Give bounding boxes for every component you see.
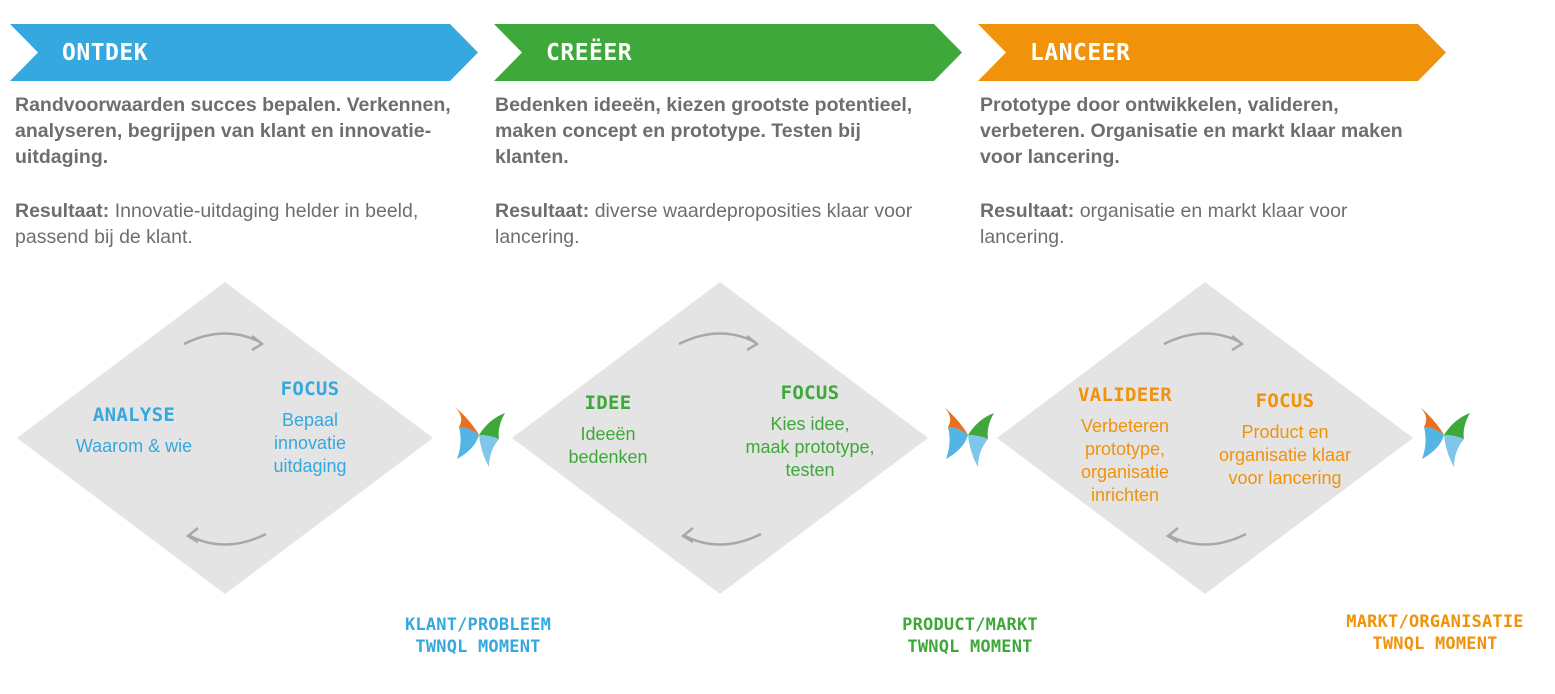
result-text: Innovatie-uitdaging helder in beeld, pas…: [15, 200, 419, 248]
step-body: Ideeën bedenken: [568, 424, 648, 467]
step-title: ANALYSE: [92, 404, 176, 426]
moment-label: TWNQL MOMENT: [415, 637, 541, 657]
phase-summary: Randvoorwaarden succes bepalen. Verkenne…: [15, 94, 451, 168]
twnql-logo-icon: [455, 407, 505, 467]
diamond-shape: [512, 282, 928, 594]
cycle-diamond-ontdek: ANALYSE Waarom & wie FOCUS Bepaal innova…: [17, 282, 433, 594]
result-text: diverse waardeproposities klaar voor lan…: [495, 200, 913, 248]
cycle-arrow-bottom-icon: [680, 527, 762, 546]
phase-summary: Prototype door ontwikkelen, valideren, v…: [980, 94, 1403, 168]
result-label: Resultaat:: [15, 200, 110, 222]
cycle-arrow-bottom-icon: [185, 527, 267, 546]
moment-label: TWNQL MOMENT: [907, 637, 1033, 657]
twnql-logo-icon: [1420, 407, 1470, 467]
step-body: Bepaal innovatie uitdaging: [273, 410, 347, 476]
diamond-shape: [997, 282, 1413, 594]
cycle-arrow-top-icon: [183, 332, 265, 352]
step-body: Product en organisatie klaar voor lancer…: [1218, 422, 1352, 488]
cycle-diamond-creeer: IDEE Ideeën bedenken FOCUS Kies idee, ma…: [512, 282, 928, 594]
banner-arrow-shape: [978, 24, 1446, 81]
banner-label: ONTDEK: [62, 40, 149, 66]
banner-arrow-shape: [494, 24, 962, 81]
twnql-moment-klant: KLANT/PROBLEEM TWNQL MOMENT: [366, 614, 590, 658]
banner-arrow-shape: [10, 24, 478, 81]
moment-type: MARKT/ORGANISATIE: [1346, 612, 1524, 632]
step-title: VALIDEER: [1078, 384, 1172, 406]
result-text: organisatie en markt klaar voor lancerin…: [980, 200, 1348, 248]
phase-result: Resultaat: organisatie en markt klaar vo…: [980, 198, 1420, 250]
step-title: IDEE: [584, 392, 632, 414]
step-idee: IDEE Ideeën bedenken: [543, 392, 673, 469]
banner-label: CREËER: [546, 40, 633, 66]
step-body: Waarom & wie: [75, 436, 193, 456]
banner-creeer: CREËER: [494, 24, 962, 81]
phase-result: Resultaat: Innovatie-uitdaging helder in…: [15, 198, 455, 250]
phase-result: Resultaat: diverse waardeproposities kla…: [495, 198, 935, 250]
banner-ontdek: ONTDEK: [10, 24, 478, 81]
banner-label: LANCEER: [1030, 40, 1131, 66]
diamond-shape: [17, 282, 433, 594]
cycle-arrow-top-icon: [1163, 332, 1245, 352]
step-body: Kies idee, maak prototype, testen: [745, 414, 875, 480]
phase-summary: Bedenken ideeën, kiezen grootste potenti…: [495, 94, 913, 168]
banner-lanceer: LANCEER: [978, 24, 1446, 81]
moment-type: PRODUCT/MARKT: [902, 615, 1038, 635]
result-label: Resultaat:: [980, 200, 1075, 222]
moment-type: KLANT/PROBLEEM: [404, 615, 552, 635]
moment-label: TWNQL MOMENT: [1372, 634, 1498, 654]
twnql-logo-icon: [944, 407, 994, 467]
phase-description-lanceer: Prototype door ontwikkelen, valideren, v…: [980, 92, 1420, 250]
cycle-arrow-bottom-icon: [1165, 527, 1247, 546]
result-label: Resultaat:: [495, 200, 590, 222]
step-body: Verbeteren prototype, organisatie inrich…: [1080, 416, 1170, 505]
step-analyse: ANALYSE Waarom & wie: [69, 404, 199, 458]
phase-description-ontdek: Randvoorwaarden succes bepalen. Verkenne…: [15, 92, 455, 250]
step-title: FOCUS: [1255, 390, 1315, 412]
step-focus: FOCUS Kies idee, maak prototype, testen: [725, 382, 895, 482]
step-title: FOCUS: [280, 378, 340, 400]
step-valideer: VALIDEER Verbeteren prototype, organisat…: [1065, 384, 1185, 507]
step-title: FOCUS: [780, 382, 840, 404]
step-focus: FOCUS Bepaal innovatie uitdaging: [245, 378, 375, 478]
step-focus: FOCUS Product en organisatie klaar voor …: [1195, 390, 1375, 490]
twnql-moment-markt: MARKT/ORGANISATIE TWNQL MOMENT: [1321, 611, 1549, 655]
phase-description-creeer: Bedenken ideeën, kiezen grootste potenti…: [495, 92, 935, 250]
cycle-arrow-top-icon: [678, 332, 760, 352]
twnql-moment-product: PRODUCT/MARKT TWNQL MOMENT: [858, 614, 1082, 658]
cycle-diamond-lanceer: VALIDEER Verbeteren prototype, organisat…: [997, 282, 1413, 594]
